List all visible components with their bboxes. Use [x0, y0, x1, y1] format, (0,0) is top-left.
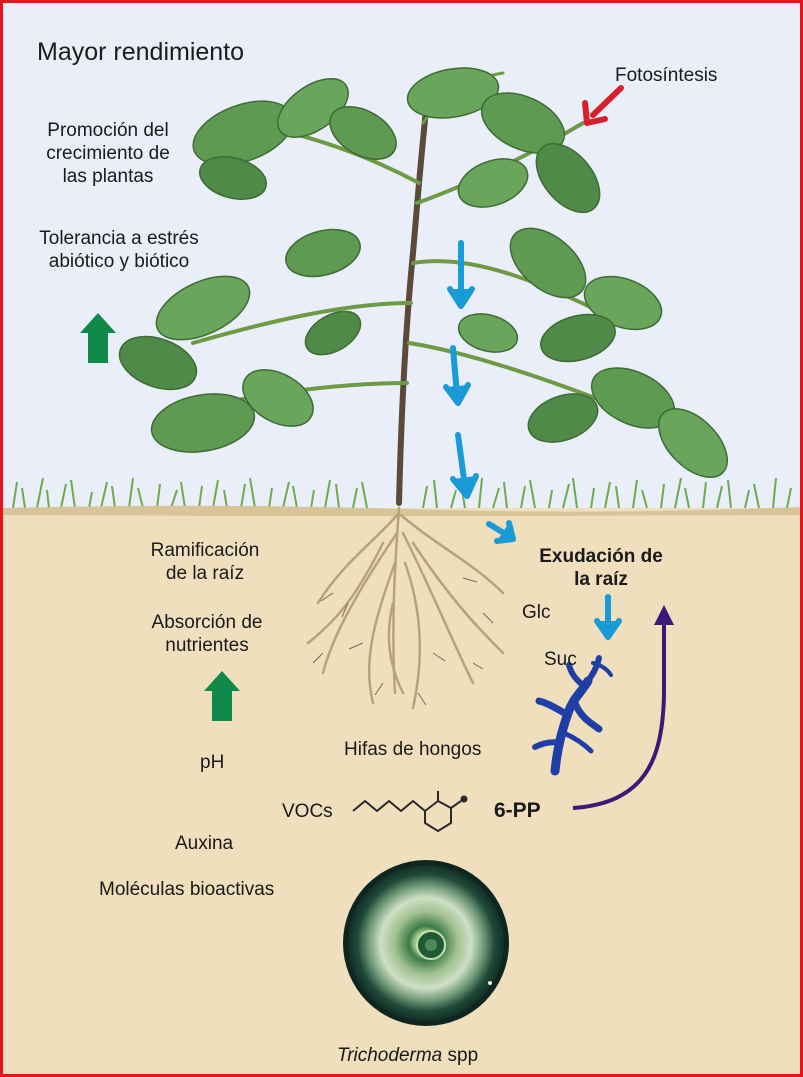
plant-root-hairs	[313, 578, 493, 705]
label-ph: pH	[200, 751, 224, 774]
label-compound-6pp: 6-PP	[494, 799, 541, 822]
label-line: Tolerancia a estrés	[17, 227, 221, 250]
label-nutrient-absorption: Absorción de nutrientes	[127, 611, 287, 657]
label-line: la raíz	[511, 568, 691, 591]
blue-down-arrow-icon	[450, 243, 472, 306]
label-photosynthesis: Fotosíntesis	[615, 64, 717, 87]
label-suc: Suc	[544, 648, 577, 671]
trichoderma-culture-icon	[343, 860, 509, 1026]
label-root-branching: Ramificación de la raíz	[125, 539, 285, 585]
label-line: crecimiento de	[23, 142, 193, 165]
photosynthesis-arrow-icon	[585, 88, 621, 123]
green-up-arrow-icon	[80, 313, 116, 363]
label-vocs: VOCs	[282, 800, 333, 823]
label-line: abiótico y biótico	[17, 250, 221, 273]
label-line: de la raíz	[125, 562, 285, 585]
label-line: Absorción de	[127, 611, 287, 634]
genus-suffix: spp	[442, 1045, 478, 1066]
label-hyphae: Hifas de hongos	[344, 738, 481, 761]
label-trichoderma: Trichoderma spp	[337, 1044, 478, 1067]
fungal-hyphae-icon	[535, 658, 611, 771]
green-up-arrow-icon	[204, 671, 240, 721]
genus-name: Trichoderma	[337, 1045, 442, 1066]
label-line: las plantas	[23, 165, 193, 188]
label-bioactive: Moléculas bioactivas	[99, 878, 274, 901]
blue-down-arrow-icon	[597, 597, 619, 637]
label-glc: Glc	[522, 601, 551, 624]
label-root-exudation: Exudación de la raíz	[511, 545, 691, 591]
label-line: Exudación de	[511, 545, 691, 568]
label-growth-promotion: Promoción del crecimiento de las plantas	[23, 119, 193, 188]
label-auxin: Auxina	[175, 832, 233, 855]
blue-down-arrow-icon	[489, 523, 513, 541]
label-line: nutrientes	[127, 634, 287, 657]
curved-arrow-icon	[573, 615, 664, 808]
6-pentyl-pyrone-structure-icon	[353, 791, 467, 831]
label-line: Promoción del	[23, 119, 193, 142]
diagram-title: Mayor rendimiento	[37, 37, 244, 67]
label-stress-tolerance: Tolerancia a estrés abiótico y biótico	[17, 227, 221, 273]
blue-down-arrow-icon	[453, 435, 476, 496]
label-line: Ramificación	[125, 539, 285, 562]
plant-roots	[308, 508, 503, 708]
